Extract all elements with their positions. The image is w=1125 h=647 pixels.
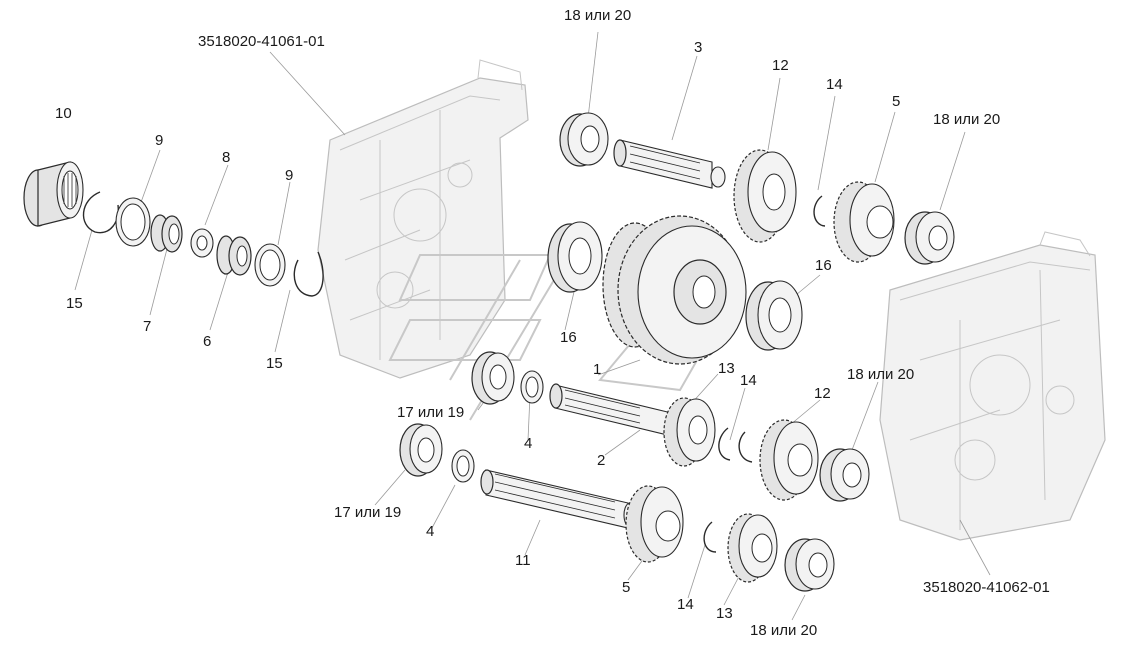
callout-16-center: 16	[560, 329, 577, 346]
callout-6: 6	[203, 333, 212, 350]
housing-right-code: 3518020-41062-01	[923, 579, 1050, 596]
part-9-washer-left	[115, 197, 151, 247]
part-16-bearing-left	[547, 221, 603, 293]
callout-3: 3	[694, 39, 703, 56]
callout-14-mid: 14	[740, 372, 757, 389]
callout-5-top: 5	[892, 93, 901, 110]
part-17-bearing-upper	[471, 351, 515, 405]
part-16-bearing-right	[745, 280, 803, 351]
part-3-shaft	[613, 139, 726, 189]
part-5-gear-top	[833, 181, 895, 263]
callout-18-bottom: 18 или 20	[750, 622, 818, 639]
part-5-gear-bottom	[625, 485, 684, 563]
callout-14-bottom: 14	[677, 596, 694, 613]
part-14-snap-ring-mid	[718, 427, 753, 463]
callout-15-right: 15	[266, 355, 283, 372]
part-18-bearing-bottom	[784, 538, 835, 592]
callout-2: 2	[597, 452, 606, 469]
callout-17-lower: 17 или 19	[334, 504, 402, 521]
callout-18-top: 18 или 20	[564, 7, 632, 24]
callout-10: 10	[55, 105, 72, 122]
part-18-bearing-top	[559, 112, 609, 167]
part-8-washer	[190, 228, 214, 258]
housing-left-code: 3518020-41061-01	[198, 33, 325, 50]
part-11-shaft	[480, 469, 637, 529]
part-18-bearing-right	[904, 211, 955, 265]
part-4-washer-lower	[451, 449, 475, 483]
housing-left	[317, 59, 529, 379]
part-6-gear	[216, 235, 252, 276]
part-14-snap-ring-top	[813, 195, 826, 227]
callout-13-mid: 13	[718, 360, 735, 377]
callout-12-mid: 12	[814, 385, 831, 402]
part-17-bearing-lower	[399, 423, 443, 477]
callout-4-upper: 4	[524, 435, 533, 452]
callout-18-mid: 18 или 20	[847, 366, 915, 383]
callout-5-bottom: 5	[622, 579, 631, 596]
main-gear-assembly	[602, 215, 747, 365]
housing-right	[879, 231, 1106, 541]
callout-12-top: 12	[772, 57, 789, 74]
part-14-snap-ring-bottom	[703, 521, 717, 553]
callout-4-lower: 4	[426, 523, 435, 540]
callout-16-right: 16	[815, 257, 832, 274]
part-4-washer-upper	[520, 370, 544, 404]
part-9-washer-right	[254, 243, 286, 287]
callout-8: 8	[222, 149, 231, 166]
part-12-gear-mid	[759, 419, 819, 501]
callout-9-right: 9	[285, 167, 294, 184]
part-2-shaft	[549, 383, 681, 439]
part-10-bearing	[23, 161, 84, 227]
part-15-snap-ring-right	[293, 251, 324, 297]
callout-1: 1	[593, 361, 602, 378]
part-15-snap-ring-left	[82, 191, 119, 234]
part-12-gear-top	[733, 149, 797, 243]
part-13-gear-mid	[663, 397, 716, 467]
part-7-gear	[150, 214, 183, 253]
part-18-bearing-mid	[819, 448, 870, 502]
callout-14-top: 14	[826, 76, 843, 93]
callout-9-left: 9	[155, 132, 164, 149]
callout-11: 11	[515, 552, 531, 569]
callout-15-left: 15	[66, 295, 83, 312]
leader-lines	[74, 31, 991, 621]
part-13-gear-bottom	[727, 513, 778, 583]
callout-13-bottom: 13	[716, 605, 733, 622]
callout-17-upper: 17 или 19	[397, 404, 465, 421]
callout-18-right: 18 или 20	[933, 111, 1001, 128]
callout-7: 7	[143, 318, 152, 335]
